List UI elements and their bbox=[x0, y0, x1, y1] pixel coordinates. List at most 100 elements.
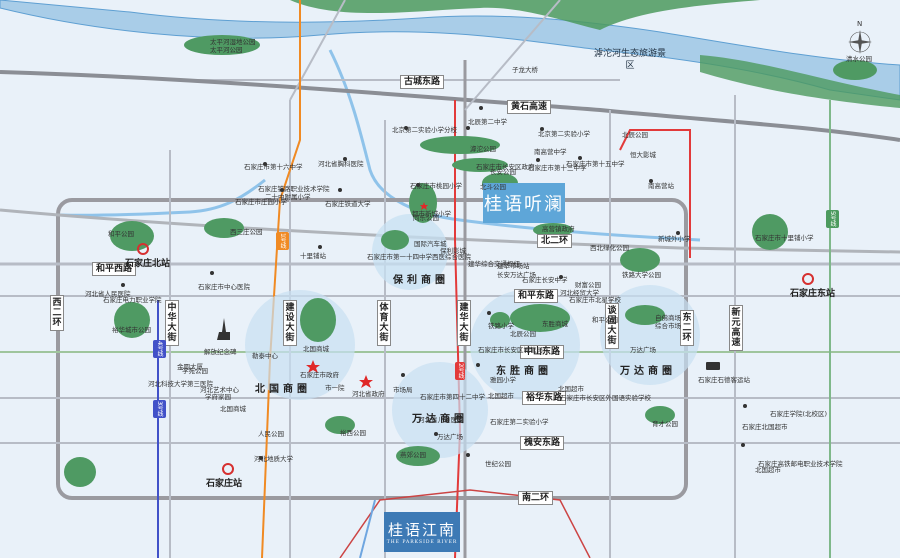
hutuo-river bbox=[0, 0, 900, 101]
poi-label: 北国超市 bbox=[755, 466, 781, 474]
poi-label: 石家庄市第四十二中学 bbox=[420, 393, 485, 401]
poi-label: 北国商城 bbox=[303, 345, 329, 353]
poi-label: 同乐公园 bbox=[413, 214, 439, 222]
poi-label: 裕华城市公园 bbox=[112, 326, 151, 334]
metro-line-orange bbox=[261, 0, 301, 558]
gov-stars bbox=[306, 202, 428, 388]
poi-label: 东胜商城 bbox=[542, 320, 568, 328]
railway bbox=[0, 208, 900, 254]
road-huaian-east: 槐安东路 bbox=[520, 436, 565, 450]
poi-label: 勒泰中心 bbox=[252, 352, 278, 360]
poi-label: 北京第二实验小学分校 bbox=[392, 126, 457, 134]
poi-markers bbox=[121, 106, 747, 460]
project-south-name: 桂语江南 bbox=[387, 521, 456, 539]
poi-label: 长安公园 bbox=[490, 168, 516, 176]
poi-label: 石家庄市第一十四中学西医综合医院 bbox=[367, 253, 471, 261]
project-south-marker[interactable]: 桂语江南 THE PARKSIDE RIVER bbox=[384, 512, 460, 552]
poi-label: 南高营站 bbox=[648, 182, 674, 190]
road-xierhuan: 西二环 bbox=[50, 295, 64, 331]
poi-label: 石家庄长安中学 bbox=[522, 276, 568, 284]
poi-label: 财富公园 bbox=[575, 281, 601, 289]
station-east[interactable]: 石家庄东站 bbox=[790, 289, 836, 299]
road-heping-west: 和平西路 bbox=[92, 262, 137, 276]
road-zhongshan-east: 中山东路 bbox=[520, 345, 565, 359]
metro-line-gray bbox=[339, 489, 591, 558]
wanda-south-circle bbox=[392, 362, 488, 458]
poi-label: 石家庄市第十三中学 bbox=[528, 164, 587, 172]
road-heping-east: 和平东路 bbox=[514, 289, 559, 303]
zone-beiguo: 北国商圈 bbox=[255, 384, 311, 395]
poi-label: 河北经贸大学 bbox=[560, 289, 599, 297]
poi-label: 金圆大厦 bbox=[177, 363, 203, 371]
poi-label: 世纪公园 bbox=[485, 460, 511, 468]
poi-label: 长安万达广场 bbox=[497, 271, 536, 279]
poi-label: 二十中附属小学 bbox=[265, 193, 311, 201]
metro-badge-line4: 4号线 bbox=[153, 340, 166, 358]
poi-label: 石家庄市中心医院 bbox=[198, 283, 250, 291]
poi-label: 铁路大学公园 bbox=[622, 271, 661, 279]
road-gucheng-east: 古城东路 bbox=[400, 75, 445, 89]
poi-label: 石家庄市桃园小学 bbox=[410, 182, 462, 190]
metro-line-lightblue bbox=[359, 499, 376, 558]
poi-label: 河北省政府 bbox=[352, 390, 385, 398]
poi-label: 石家庄市第十五中学 bbox=[566, 160, 625, 168]
poi-label: 学苑公园 bbox=[182, 367, 208, 375]
poi-label: 石家庄高铁邮电职业技术学院 bbox=[758, 460, 843, 468]
road-huangshi: 黄石高速 bbox=[507, 100, 552, 114]
poi-label: 石家庄市庄园小学 bbox=[235, 198, 287, 206]
monument-icon bbox=[217, 318, 230, 340]
station-north[interactable]: 石家庄北站 bbox=[125, 259, 171, 269]
poi-label: 十里铺站 bbox=[300, 252, 326, 260]
poi-label: 河北艺术中心 bbox=[200, 386, 239, 394]
poi-label: 和平公园 bbox=[592, 316, 618, 324]
poi-label: 石家庄石德客运站 bbox=[698, 376, 750, 384]
poi-label: 河北省儿童医院 bbox=[418, 416, 464, 424]
poi-label: 和平公园 bbox=[108, 230, 134, 238]
poi-label: 万达广场 bbox=[630, 346, 656, 354]
poi-label: 石家庄市长安区城管局 bbox=[478, 346, 543, 354]
poi-label: 子龙大桥 bbox=[512, 66, 538, 74]
poi-label: 石家庄电力职业学院 bbox=[103, 296, 162, 304]
project-main-marker[interactable]: 桂语听澜 bbox=[483, 183, 565, 223]
poi-label: 市场局 bbox=[393, 386, 413, 394]
poi-label: 石家庄学院(北校区) bbox=[770, 410, 828, 418]
poi-label: 石家庄市北星学校 bbox=[569, 296, 621, 304]
poi-label: 都市新城小学 bbox=[412, 210, 451, 218]
poi-label: 石家庄铁路职业技术学院 bbox=[258, 185, 330, 193]
poi-label: 西北绿化公园 bbox=[590, 244, 629, 252]
poi-label: 南高营中学 bbox=[534, 148, 567, 156]
poi-label: 石家庄第二实验小学 bbox=[490, 418, 549, 426]
road-naner-huan: 南二环 bbox=[518, 491, 554, 505]
poi-label: 万达广场 bbox=[437, 433, 463, 441]
road-jianshe: 建设大街 bbox=[283, 300, 297, 346]
poi-label: 铁路小学 bbox=[488, 322, 514, 330]
poi-label: 西三庄公园 bbox=[230, 228, 263, 236]
poi-label: 河北科技大学第三医院 bbox=[148, 380, 213, 388]
road-zhonghua: 中华大街 bbox=[165, 300, 179, 346]
zone-baoli: 保利商圈 bbox=[393, 275, 449, 286]
poi-label: 北辰公园 bbox=[622, 131, 648, 139]
river-green-bank bbox=[290, 0, 760, 30]
poi-label: 石家庄市长安区外国语实验学校 bbox=[560, 394, 651, 402]
poi-label: 燕郊公园 bbox=[400, 451, 426, 459]
metro-badge-line2: 2号线 bbox=[455, 362, 465, 380]
road-beierhuan: 北二环 bbox=[537, 234, 573, 248]
metro-badge-line3: 3号线 bbox=[153, 400, 166, 418]
poi-label: 恒大影城 bbox=[630, 151, 656, 159]
river-scenic-label: 滹沱河生态旅游景区 bbox=[593, 49, 666, 71]
poi-label: 雅园小学 bbox=[490, 376, 516, 384]
poi-label: 建华综合交通枢纽 bbox=[468, 260, 520, 268]
road-jianhua: 建华大街 bbox=[457, 300, 471, 346]
poi-label: 石家庄市政府 bbox=[300, 371, 339, 379]
station-main[interactable]: 石家庄站 bbox=[206, 479, 243, 489]
road-tiyu: 体育大街 bbox=[377, 300, 391, 346]
zone-wanda-east: 万达商圈 bbox=[620, 366, 676, 377]
zone-dongsheng: 东胜商圈 bbox=[496, 366, 552, 377]
poi-label: 学府家园 bbox=[205, 393, 231, 401]
poi-label: 北斗公园 bbox=[480, 183, 506, 191]
poi-label: 解放纪念碑 bbox=[204, 348, 237, 356]
poi-label: 建华市场站 bbox=[497, 262, 530, 270]
metro-badge-line1: 1号线 bbox=[276, 232, 289, 250]
compass-north-label: N bbox=[857, 20, 863, 28]
